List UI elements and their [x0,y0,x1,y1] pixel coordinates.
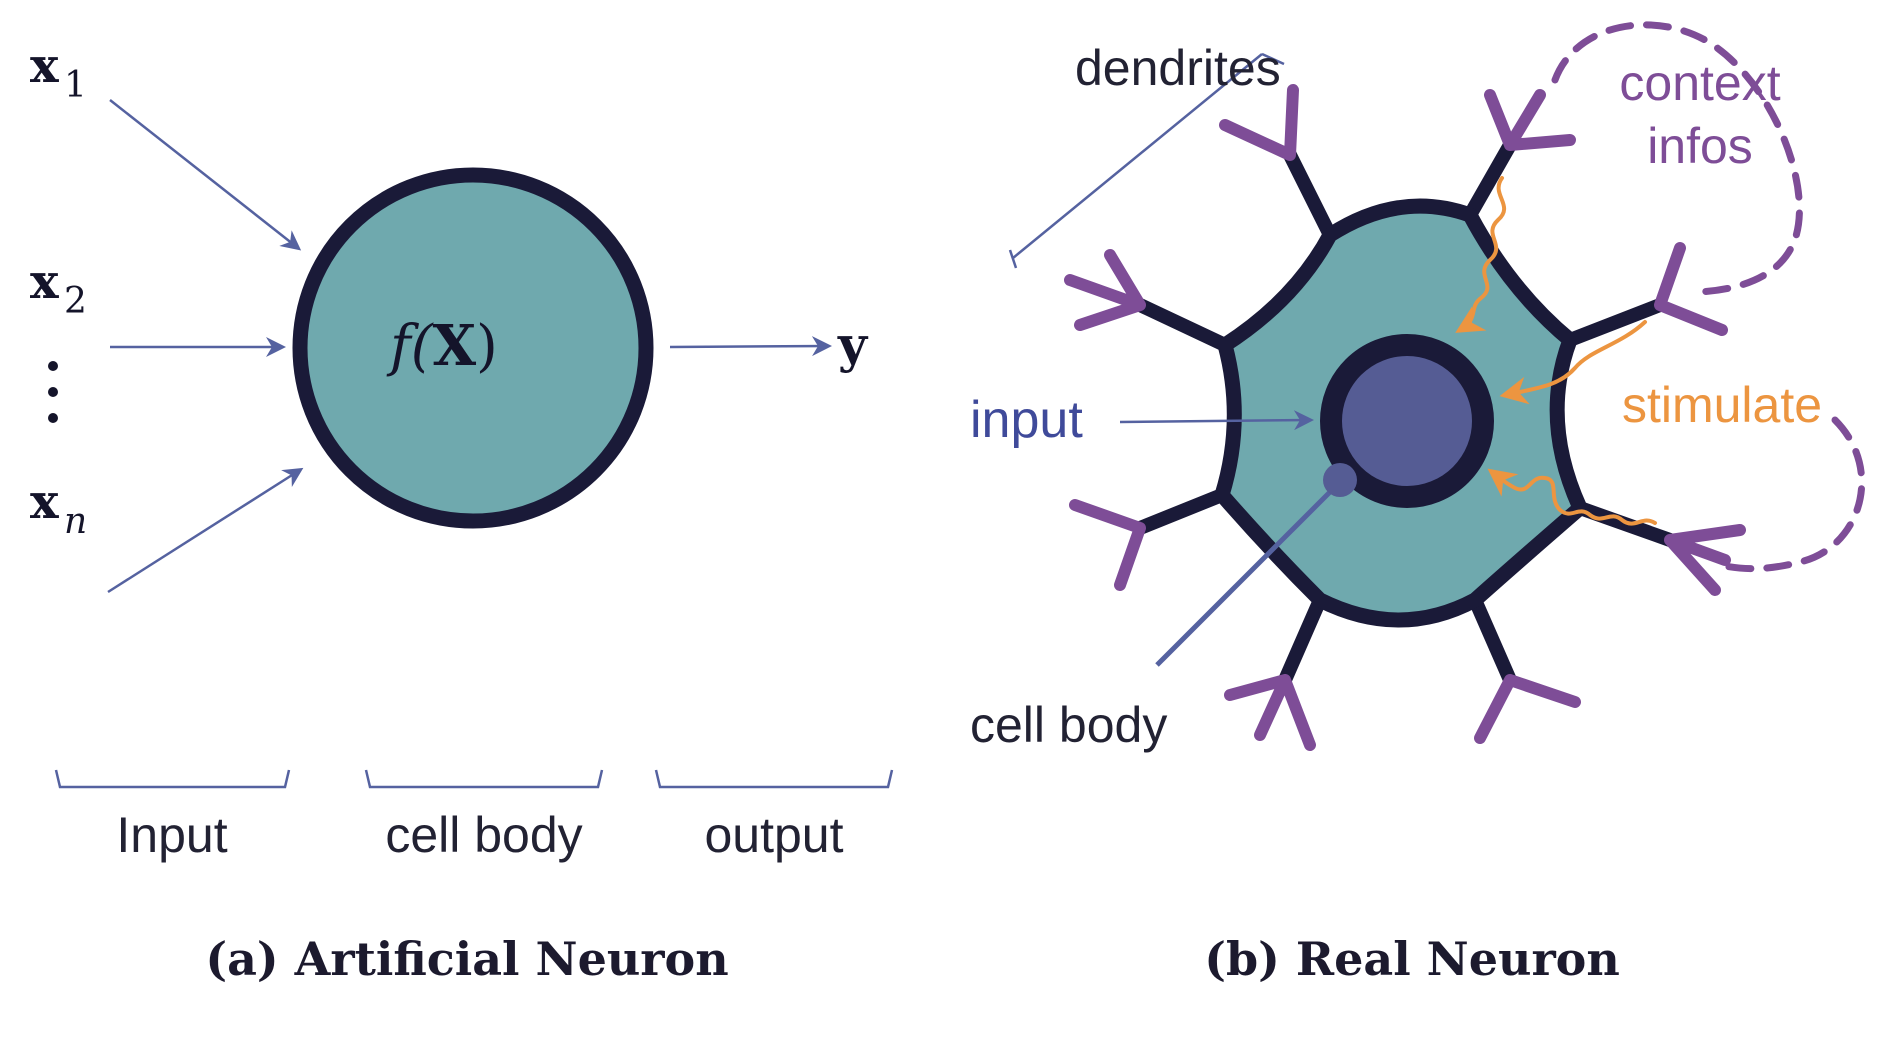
real-neuron-panel: dendrites context infos [970,21,1866,986]
dendrites-bracket [1008,52,1285,269]
cell-body-pointer [1155,480,1342,667]
arrow-output [669,336,832,357]
artificial-cell-body [292,167,654,529]
caption-real: (b) Real Neuron [1204,932,1620,986]
input-xn-subscript: n [64,501,87,542]
nucleus [1320,334,1494,508]
context-loop-upper [1551,21,1803,296]
input-xn-symbol: x [30,474,59,530]
arrow-x1 [109,99,302,251]
input-x2: x 2 [30,254,87,322]
input-x2-subscript: 2 [64,281,87,322]
synapse-terminals [1064,84,1746,751]
output-y: y [837,315,869,374]
dot-1 [48,361,58,371]
activation-function: f(X) [386,313,498,379]
brace-output [654,769,894,789]
brace-cell-body [364,769,604,789]
label-context: context [1619,55,1780,111]
label-dendrites: dendrites [1075,40,1281,96]
real-input-arrow [1119,410,1314,431]
label-cell-body: cell body [970,697,1167,753]
brace-label-input: Input [116,807,227,863]
context-loop-lower [1721,416,1866,573]
label-input: input [970,391,1083,449]
input-x1: x 1 [30,38,87,106]
dot-3 [48,413,58,423]
brace-input [54,769,291,789]
label-infos: infos [1647,118,1753,174]
label-stimulate: stimulate [1622,377,1822,433]
input-x1-subscript: 1 [64,65,87,106]
cell-body-pointer-dot [1323,463,1357,497]
brace-label-output: output [704,807,843,863]
input-xn: x n [30,474,87,542]
brace-label-cell-body: cell body [385,807,582,863]
stimulus-signals [1455,176,1657,526]
caption-artificial: (a) Artificial Neuron [205,932,728,986]
arrow-xn [107,467,304,594]
artificial-neuron-panel: x 1 x 2 x n f(X) y Input [30,38,894,986]
input-x1-symbol: x [30,38,59,94]
dot-2 [48,387,58,397]
vertical-dots [48,361,58,423]
input-x2-symbol: x [30,254,59,310]
